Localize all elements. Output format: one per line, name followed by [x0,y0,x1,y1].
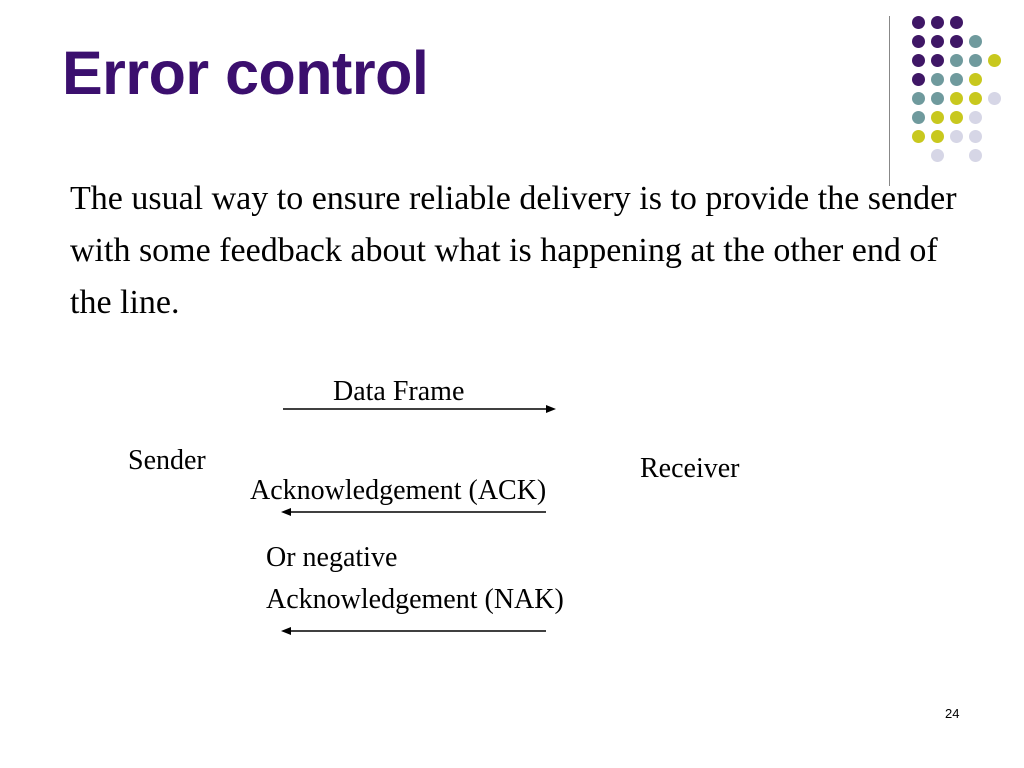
decorative-dot [912,35,925,48]
decorative-dot [988,54,1001,67]
decorative-dot [931,111,944,124]
decorative-dot [912,54,925,67]
slide-title: Error control [62,39,429,107]
decorative-dot [969,73,982,86]
decorative-dot [950,16,963,29]
decorative-dot [988,92,1001,105]
body-paragraph: The usual way to ensure reliable deliver… [70,180,957,321]
ack-label: Acknowledgement (ACK) [250,475,547,506]
decorative-dot [950,111,963,124]
decorative-dot [931,54,944,67]
data-frame-label: Data Frame [333,376,465,407]
decorative-dot [950,130,963,143]
ack-arrow [281,508,546,516]
decorative-dot [950,73,963,86]
decorative-divider [889,16,890,186]
decorative-dot [912,73,925,86]
decorative-dot [969,35,982,48]
decorative-dot [912,16,925,29]
decorative-dot [912,130,925,143]
decorative-dot [931,16,944,29]
decorative-dot [950,92,963,105]
decorative-dot [931,130,944,143]
nak-label-line1: Or negative [266,542,398,573]
decorative-dot [912,111,925,124]
receiver-label: Receiver [640,453,740,484]
data-frame-arrow [283,405,556,413]
nak-arrow [281,627,546,635]
sender-label: Sender [128,445,206,476]
decorative-dot [950,54,963,67]
page-number: 24 [945,706,960,721]
decorative-dot [931,35,944,48]
decorative-dot-grid [0,0,1024,200]
decorative-dot [912,92,925,105]
decorative-dot [969,130,982,143]
decorative-dot [931,92,944,105]
decorative-dot [950,35,963,48]
decorative-dot [969,111,982,124]
decorative-dot [931,73,944,86]
decorative-dot [969,92,982,105]
decorative-dot [969,149,982,162]
decorative-dot [931,149,944,162]
decorative-dot [969,54,982,67]
nak-label-line2: Acknowledgement (NAK) [266,584,564,615]
